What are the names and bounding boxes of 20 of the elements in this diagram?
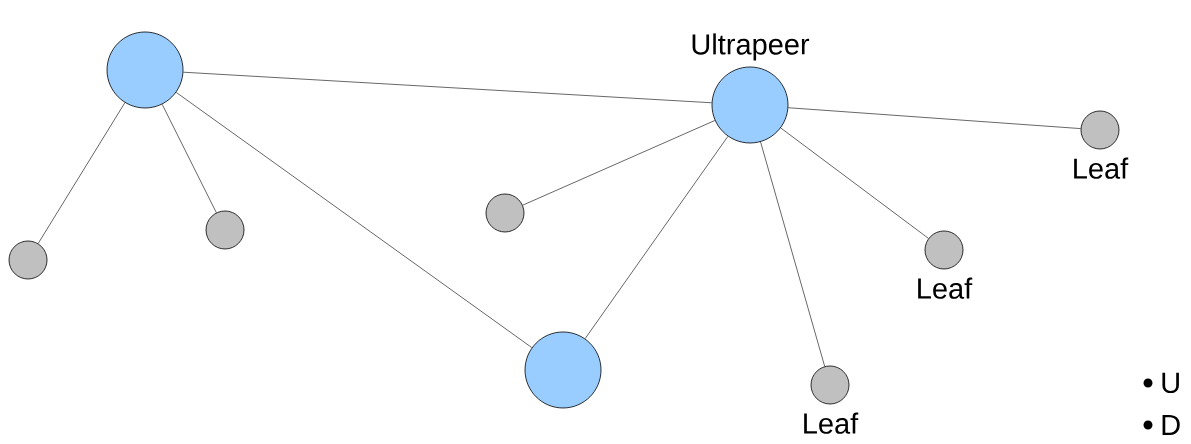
node-label: Leaf (804, 412, 859, 434)
node-circle (485, 193, 525, 233)
node-circle (106, 31, 184, 109)
node-label: Leaf (1074, 157, 1129, 179)
connector-line (780, 127, 929, 239)
list-item: U (1162, 372, 1179, 394)
list-item: D (1162, 415, 1180, 435)
node-circle (524, 331, 602, 409)
connector-line (760, 141, 825, 367)
connector-line (788, 107, 1081, 129)
connector-line (584, 136, 729, 339)
node-circle (205, 210, 245, 250)
connector-line (183, 71, 712, 104)
node-label: Ultrapeer (692, 33, 810, 61)
connector-line (522, 120, 716, 206)
connector-line (161, 104, 217, 213)
node-label: Leaf (918, 277, 973, 299)
node-circle (8, 240, 48, 280)
connector-line (37, 102, 126, 244)
connector-line (175, 92, 533, 348)
